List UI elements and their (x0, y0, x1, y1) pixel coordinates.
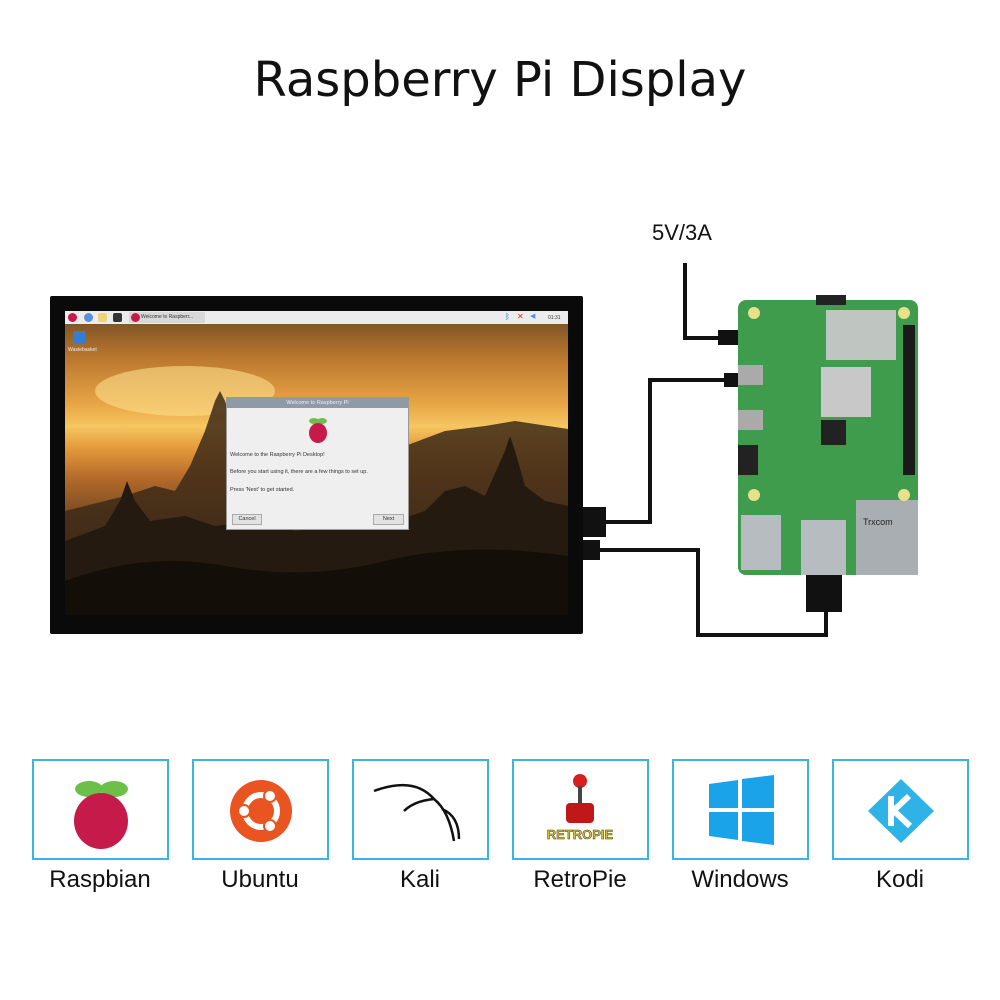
dialog-line-2: Before you start using it, there are a f… (230, 469, 368, 475)
gpio-header (903, 325, 915, 475)
kodi-icon (868, 779, 934, 843)
clock: 01:31 (548, 315, 561, 321)
raspberry-menu-icon[interactable] (68, 313, 77, 322)
dialog-line-1: Welcome to the Raspberry Pi Desktop! (230, 452, 325, 458)
folder-icon[interactable] (98, 313, 107, 322)
os-label-kodi: Kodi (875, 866, 925, 893)
usb-cable (598, 548, 828, 637)
retropie-logo-text: RETROPIE (547, 827, 614, 842)
usb-a-plug (806, 572, 842, 612)
volume-icon[interactable]: ◀ (530, 313, 536, 320)
screen: Welcome to Raspberr... ᛒ ✕ ◀ 01:31 Waste… (65, 311, 568, 615)
usb-port (801, 520, 846, 575)
window-button[interactable]: Welcome to Raspberr... (129, 312, 205, 323)
network-disconnected-icon[interactable]: ✕ (517, 312, 524, 321)
cancel-button[interactable]: Cancel (232, 514, 262, 525)
usb-plug-display (582, 540, 600, 560)
browser-icon[interactable] (84, 313, 93, 322)
raspberry-logo-icon (309, 418, 327, 443)
windows-icon (709, 775, 774, 845)
welcome-dialog: Welcome to Raspberry Pi Welcome to the R… (226, 397, 409, 530)
dialog-title: Welcome to Raspberry Pi (227, 398, 408, 408)
terminal-icon[interactable] (113, 313, 122, 322)
os-label-raspbian: Raspbian (49, 866, 151, 893)
kali-dragon-icon (373, 783, 461, 842)
usb-c-plug (718, 330, 740, 345)
next-button[interactable]: Next (373, 514, 404, 525)
os-box-kodi (832, 759, 969, 860)
ethernet-port (856, 500, 918, 575)
soc-chip (821, 367, 871, 417)
raspberry-icon (74, 781, 128, 849)
wastebasket-icon[interactable] (73, 331, 85, 344)
os-label-kali: Kali (399, 866, 441, 893)
page-title: Raspberry Pi Display (253, 52, 747, 108)
os-box-ubuntu (192, 759, 329, 860)
window-button-label: Welcome to Raspberr... (141, 314, 194, 320)
raspberry-icon (131, 313, 140, 322)
dialog-line-3: Press 'Next' to get started. (230, 487, 295, 493)
os-box-retropie: RETROPIE (512, 759, 649, 860)
power-label: 5V/3A (652, 220, 712, 245)
raspberry-pi-board: Trxcom (738, 295, 918, 575)
bluetooth-icon[interactable]: ᛒ (505, 312, 510, 321)
os-box-raspbian (32, 759, 169, 860)
usb-port (741, 515, 781, 570)
retropie-joystick-icon: RETROPIE (547, 774, 614, 842)
chip-label: Trxcom (863, 517, 893, 527)
hdmi-plug (724, 373, 740, 387)
hdmi-plug-display (582, 507, 606, 537)
os-label-windows: Windows (691, 866, 789, 893)
os-box-kali (352, 759, 489, 860)
os-label-retropie: RetroPie (533, 866, 627, 893)
cables (582, 263, 842, 637)
taskbar: Welcome to Raspberr... ᛒ ✕ ◀ 01:31 (65, 311, 568, 324)
wastebasket-label: Wastebasket (68, 347, 97, 353)
hdmi-cable (598, 378, 730, 524)
os-label-ubuntu: Ubuntu (221, 866, 299, 893)
ubuntu-icon (230, 780, 292, 842)
power-cable (683, 263, 722, 340)
os-box-windows (672, 759, 809, 860)
display-monitor: Welcome to Raspberr... ᛒ ✕ ◀ 01:31 Waste… (50, 296, 583, 634)
